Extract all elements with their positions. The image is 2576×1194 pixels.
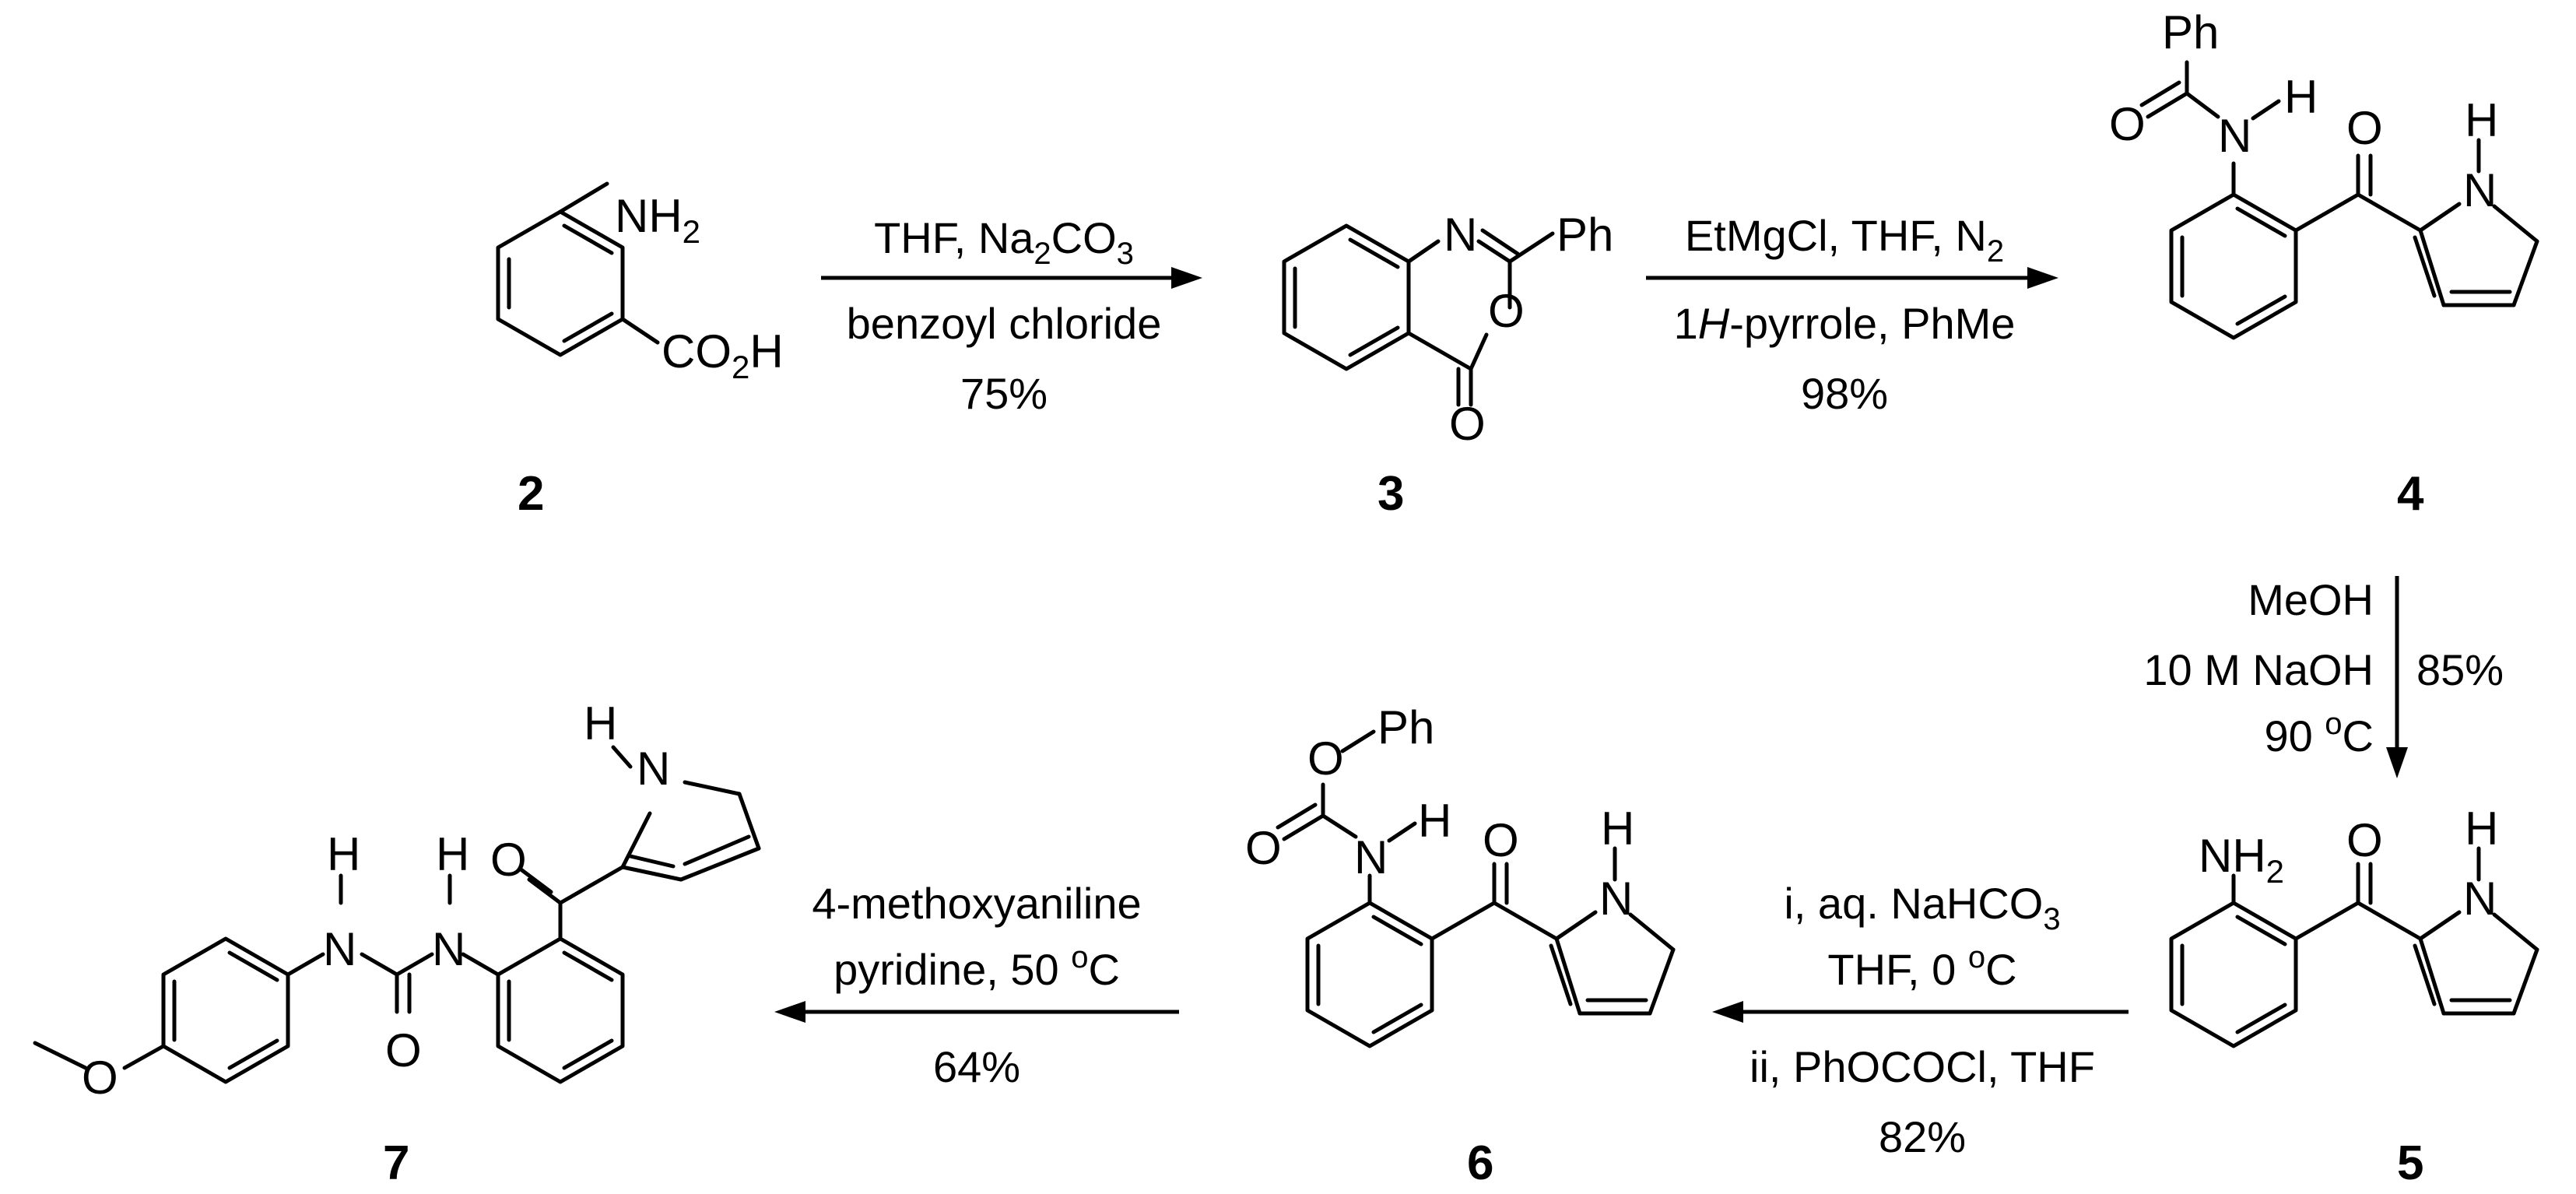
urea-hydrogen-1: H (327, 828, 360, 880)
nh2-group: NH2 (2199, 830, 2284, 890)
ketone-oxygen: O (490, 834, 527, 886)
reaction-arrow-2: EtMgCl, THF, N2 1H-pyrrole, PhMe 98% (1646, 211, 2058, 418)
pyrrole-nitrogen: N (1599, 873, 1633, 925)
carbamate-carbonyl-oxygen: O (1245, 822, 1282, 874)
compound-label-3: 3 (1377, 467, 1404, 521)
compound-label-6: 6 (1467, 1136, 1493, 1190)
r2-reagents-below: 1H-pyrrole, PhMe (1674, 299, 2016, 348)
urea-nitrogen-1: N (323, 923, 356, 975)
reaction-arrow-1: THF, Na2CO3 benzoyl chloride 75% (821, 213, 1202, 418)
r4-step1-reagent: i, aq. NaHCO3 (1784, 879, 2060, 936)
r3-reagent-2: 10 M NaOH (2143, 645, 2374, 694)
compound-2: NH2 CO2H 2 (496, 181, 784, 521)
amide-nitrogen: N (2218, 110, 2251, 162)
compound-3: N O O Ph 3 (1282, 209, 1613, 521)
r1-yield: 75% (960, 369, 1048, 418)
urea-oxygen: O (385, 1024, 422, 1076)
phenyl-group: Ph (2162, 6, 2219, 58)
r4-step2-reagent: ii, PhOCOCl, THF (1750, 1042, 2095, 1091)
co2h-group: CO2H (662, 325, 784, 385)
phenyl-group: Ph (1377, 701, 1434, 753)
phenyl-group: Ph (1556, 209, 1613, 261)
compound-6: Ph O O N H O N H 6 (1245, 701, 1676, 1190)
r3-temperature: 90 oC (2264, 707, 2374, 760)
pyrrole-hydrogen: H (2465, 802, 2498, 855)
r5-yield: 64% (933, 1042, 1020, 1091)
pyrrole-hydrogen: H (584, 697, 617, 750)
ketone-oxygen: O (2346, 814, 2383, 866)
compound-7: O N H N H O O N H 7 (33, 697, 761, 1190)
carbamate-nitrogen: N (1354, 831, 1388, 883)
pyrrole-nitrogen: N (2463, 164, 2497, 216)
r5-reagent: 4-methoxyaniline (812, 879, 1141, 928)
pyrrole-nitrogen: N (2463, 873, 2497, 925)
compound-label-5: 5 (2397, 1136, 2423, 1190)
urea-nitrogen-2: N (432, 923, 465, 975)
reaction-arrow-3: MeOH 10 M NaOH 90 oC 85% (2143, 575, 2504, 778)
r3-reagent-1: MeOH (2248, 575, 2374, 624)
r2-yield: 98% (1801, 369, 1888, 418)
compound-label-4: 4 (2397, 467, 2424, 521)
reaction-arrow-4: i, aq. NaHCO3 THF, 0 oC ii, PhOCOCl, THF… (1712, 879, 2129, 1161)
ketone-oxygen: O (2346, 102, 2383, 154)
urea-hydrogen-2: H (436, 828, 469, 880)
ester-oxygen: O (1307, 732, 1344, 785)
compound-5: NH2 O N H 5 (2169, 802, 2539, 1190)
reaction-arrow-5: 4-methoxyaniline pyridine, 50 oC 64% (774, 879, 1179, 1091)
compound-label-7: 7 (383, 1136, 409, 1190)
compound-4: Ph O N H O N H 4 (2109, 6, 2539, 521)
r5-conditions: pyridine, 50 oC (834, 940, 1120, 994)
ring-oxygen: O (1488, 285, 1525, 337)
amide-oxygen: O (2109, 98, 2146, 150)
pyrrole-hydrogen: H (2465, 94, 2498, 146)
methoxy-oxygen: O (82, 1052, 118, 1104)
amide-hydrogen: H (2284, 71, 2318, 123)
n-atom: N (1444, 209, 1477, 261)
r4-yield: 82% (1879, 1112, 1966, 1161)
pyrrole-hydrogen: H (1601, 802, 1634, 855)
r2-reagents-above: EtMgCl, THF, N2 (1685, 211, 2004, 269)
r3-yield: 85% (2416, 645, 2504, 694)
r4-step1-conditions: THF, 0 oC (1827, 940, 2016, 994)
pyrrole-nitrogen: N (637, 743, 670, 795)
carbamate-hydrogen: H (1418, 795, 1451, 847)
carbonyl-oxygen: O (1449, 398, 1486, 450)
nh2-group: NH2 (615, 190, 700, 250)
ketone-oxygen: O (1483, 814, 1519, 866)
compound-label-2: 2 (518, 467, 544, 521)
r1-reagent-below: benzoyl chloride (847, 299, 1162, 348)
r1-reagents-above: THF, Na2CO3 (874, 213, 1134, 271)
